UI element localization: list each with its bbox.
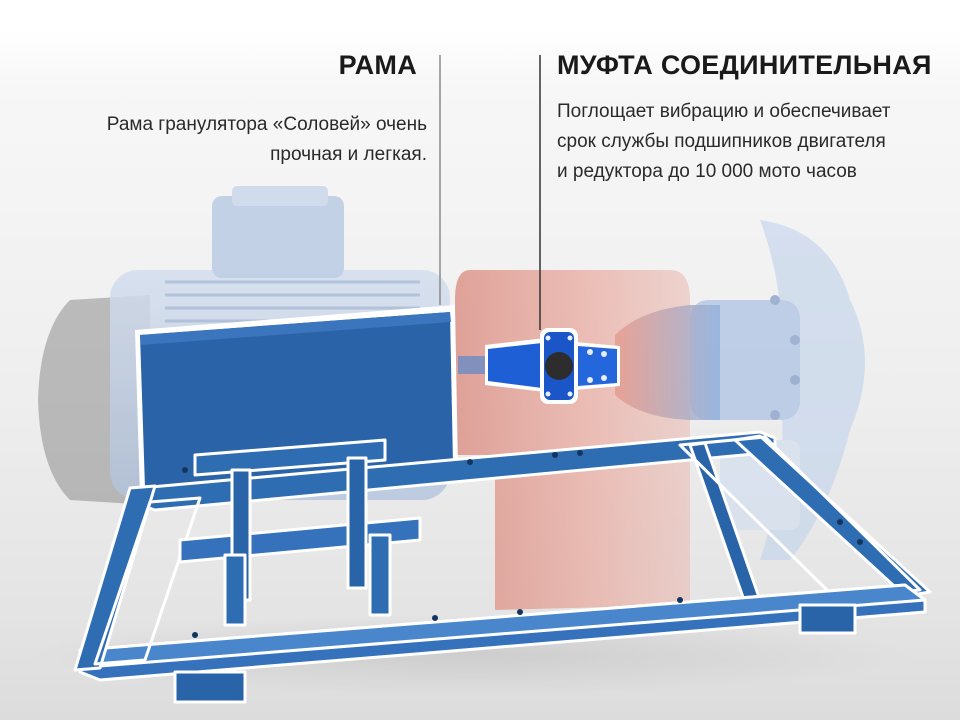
frame-description-line-1: Рама гранулятора «Соловей» очень — [106, 114, 427, 135]
support-back-rail — [193, 438, 387, 477]
coupling-description-line-3: и редуктора до 10 000 мото часов — [557, 161, 857, 182]
top-band — [0, 0, 960, 30]
main-frame — [73, 430, 932, 704]
motor-terminal-lid — [232, 186, 328, 206]
frame-description-line-2: прочная и легкая. — [270, 144, 427, 165]
rail-bolt-holes — [182, 450, 863, 638]
support-leg-2 — [346, 456, 368, 590]
frame-foot-front-left — [173, 670, 247, 704]
floor-shadow — [30, 615, 910, 695]
motor-support-frame — [178, 438, 422, 627]
reducer-output-shaft — [615, 305, 720, 420]
frame-right-outline — [678, 435, 922, 600]
motor-terminal-box — [212, 196, 344, 278]
coupling-description-line-1: Поглощает вибрацию и обеспечивает — [557, 101, 891, 122]
coupling-hub-left — [488, 343, 542, 388]
support-leg-4 — [368, 533, 392, 617]
coupling-assembly — [458, 328, 620, 404]
frame-foot-front-right — [798, 603, 857, 635]
coupling-bolts — [545, 335, 607, 397]
coupling-elastic-insert — [545, 352, 573, 380]
support-leg-3 — [223, 553, 247, 627]
frame-mid-outline — [93, 496, 202, 666]
frame-left-end — [73, 484, 157, 672]
frame-title: РАМА — [338, 50, 417, 80]
coupling-title: МУФТА СОЕДИНИТЕЛЬНАЯ — [557, 50, 932, 80]
coupling-description-line-2: срок службы подшипников двигателя — [557, 131, 886, 152]
pump-flange-bolts — [770, 295, 800, 420]
coupling-description: Поглощает вибрацию и обеспечивает срок с… — [557, 97, 890, 187]
frame-description: Рама гранулятора «Соловей» очень прочная… — [107, 110, 427, 170]
coupling-hub-right — [578, 346, 617, 386]
